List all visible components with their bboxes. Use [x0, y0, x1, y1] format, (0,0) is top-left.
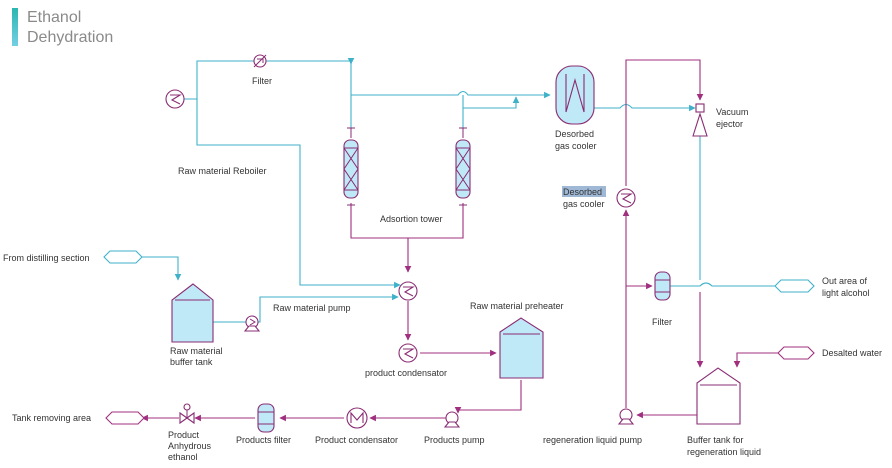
- preheat-exchanger-icon: [398, 281, 418, 301]
- line-cooler-to-ejector: [594, 103, 696, 112]
- line-to-ejector-top: [625, 59, 704, 186]
- regen-buffer-tank-icon: [696, 367, 741, 425]
- adsorption-column-1-icon: [343, 127, 359, 206]
- label-buffer-regen-line1: Buffer tank for: [687, 435, 743, 445]
- line-desalted-water: [733, 352, 780, 368]
- label-raw-buffer-tank-line2: buffer tank: [170, 357, 213, 367]
- label-out-area-line1: Out area of: [822, 276, 868, 286]
- product-condensator-icon: [346, 407, 368, 429]
- line-pump-to-exchanger: [258, 293, 399, 323]
- label-filter-top: Filter: [252, 76, 272, 86]
- label-product-condensator: Product condensator: [315, 435, 398, 445]
- label-product-anhydrous-line1: Product: [168, 430, 200, 440]
- label-filter-right: Filter: [652, 317, 672, 327]
- label-product-anhydrous-line3: ethanol: [168, 452, 198, 462]
- label-raw-buffer-tank-line1: Raw material: [170, 346, 223, 356]
- from-distilling-terminal-icon: [103, 250, 143, 264]
- desalted-water-terminal-icon: [777, 346, 815, 360]
- title-line-2: Dehydration: [27, 29, 113, 46]
- title-accent-bar: [12, 8, 18, 46]
- label-vacuum-ejector-line1: Vacuum: [716, 107, 748, 117]
- reboiler-icon: [165, 89, 185, 109]
- raw-buffer-tank-icon: [171, 283, 214, 343]
- label-regeneration-pump: regeneration liquid pump: [543, 435, 642, 445]
- desorbed-gas-cooler-exchanger-icon: [616, 188, 636, 208]
- label-desalted-water: Desalted water: [822, 348, 882, 358]
- raw-material-pump-icon: [243, 315, 261, 332]
- line-filter-to-tower1: [265, 60, 352, 128]
- line-towers-bottom: [350, 203, 464, 239]
- filter-right-icon: [654, 271, 671, 301]
- label-products-filter: Products filter: [236, 435, 291, 445]
- products-pump-icon: [443, 411, 461, 428]
- label-raw-material-reboiler: Raw material Reboiler: [178, 166, 267, 176]
- products-filter-icon: [257, 403, 275, 433]
- label-out-area-line2: light alcohol: [822, 288, 870, 298]
- label-adsorption-tower: Adsortion tower: [380, 214, 443, 224]
- line-reboiler-to-filter: [184, 60, 255, 100]
- highlight-desorbed-cooler-2: [562, 186, 606, 197]
- label-product-anhydrous-line2: Anhydrous: [168, 441, 212, 451]
- label-product-condensator-small: product condensator: [365, 368, 447, 378]
- label-desorbed-cooler-1-line1: Desorbed: [555, 129, 594, 139]
- product-valve-icon: [179, 403, 195, 425]
- product-condensator-exchanger-icon: [398, 343, 418, 363]
- desorbed-gas-cooler-vessel-icon: [555, 65, 595, 125]
- line-from-distilling: [140, 256, 182, 281]
- raw-material-preheater-icon: [499, 317, 544, 379]
- regeneration-pump-icon: [617, 408, 635, 425]
- vacuum-ejector-icon: [692, 103, 708, 137]
- line-filter-to-out: [670, 282, 775, 287]
- line-reboiler-to-exchanger: [196, 99, 401, 289]
- line-towers-to-cooler: [351, 90, 551, 99]
- label-raw-material-pump: Raw material pump: [273, 303, 351, 313]
- label-vacuum-ejector-line2: ejector: [716, 119, 743, 129]
- title-line-1: Ethanol: [27, 9, 81, 26]
- tank-removing-terminal-icon: [105, 411, 145, 425]
- out-area-terminal-icon: [774, 279, 815, 293]
- label-products-pump: Products pump: [424, 435, 485, 445]
- line-bypass: [463, 96, 520, 109]
- label-buffer-regen-line2: regeneration liquid: [687, 447, 761, 457]
- label-desorbed-cooler-2-line1: Desorbed: [563, 187, 602, 197]
- label-tank-removing: Tank removing area: [12, 413, 91, 423]
- label-desorbed-cooler-1-line2: gas cooler: [555, 141, 597, 151]
- label-raw-preheater: Raw material preheater: [470, 301, 564, 311]
- label-from-distilling: From distilling section: [3, 253, 90, 263]
- label-desorbed-cooler-2-line2: gas cooler: [563, 199, 605, 209]
- filter-top-icon: [253, 54, 267, 68]
- line-preheater-to-pump: [454, 380, 522, 414]
- adsorption-column-2-icon: [455, 127, 471, 206]
